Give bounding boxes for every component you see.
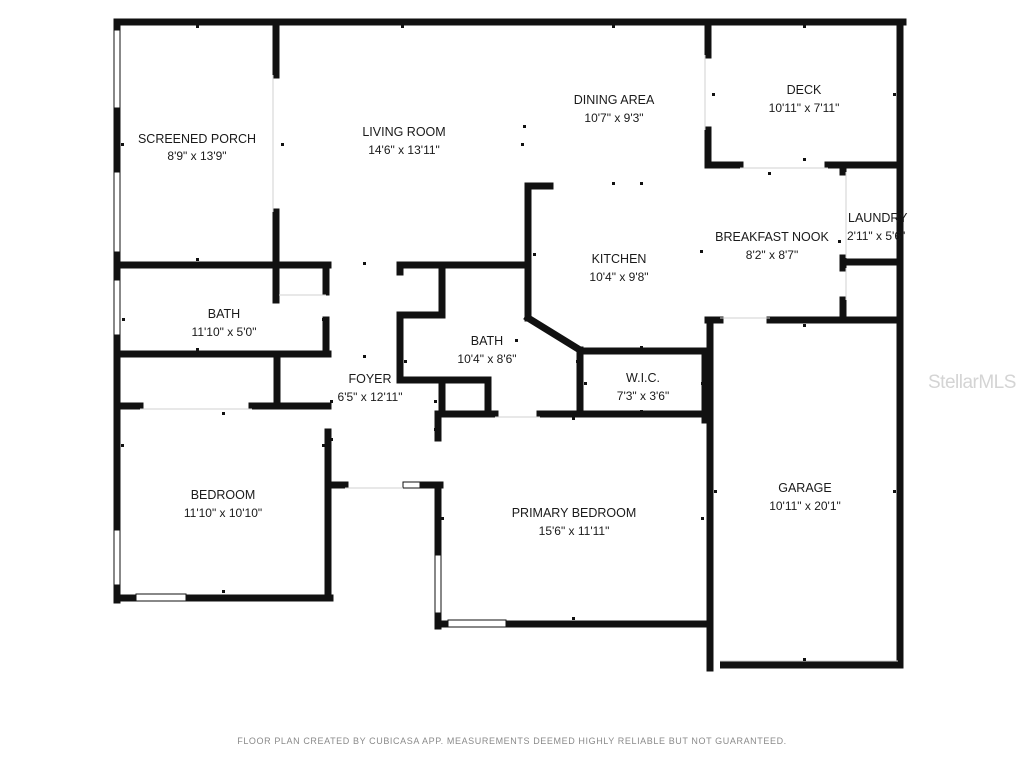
room-kitchen: KITCHEN 10'4" x 9'8" — [589, 252, 648, 284]
room-garage: GARAGE 10'11" x 20'1" — [769, 481, 841, 513]
room-name: BATH — [471, 334, 503, 348]
room-bedroom: BEDROOM 11'10" x 10'10" — [184, 488, 262, 520]
room-dimensions: 8'9" x 13'9" — [167, 149, 226, 163]
room-screened-porch: SCREENED PORCH 8'9" x 13'9" — [138, 132, 256, 163]
room-deck: DECK 10'11" x 7'11" — [769, 83, 840, 115]
room-dimensions: 10'11" x 7'11" — [769, 101, 840, 115]
room-wic: W.I.C. 7'3" x 3'6" — [617, 371, 669, 403]
room-name: PRIMARY BEDROOM — [512, 506, 637, 520]
room-dimensions: 11'10" x 5'0" — [192, 325, 257, 339]
room-name: BREAKFAST NOOK — [715, 230, 829, 244]
room-dimensions: 6'5" x 12'11" — [338, 390, 403, 404]
room-name: SCREENED PORCH — [138, 132, 256, 146]
room-dimensions: 10'7" x 9'3" — [584, 111, 643, 125]
room-foyer: FOYER 6'5" x 12'11" — [338, 372, 403, 404]
footer-disclaimer: FLOOR PLAN CREATED BY CUBICASA APP. MEAS… — [237, 736, 787, 746]
room-name: BEDROOM — [191, 488, 256, 502]
room-dimensions: 7'3" x 3'6" — [617, 389, 669, 403]
room-laundry: LAUNDRY 2'11" x 5'6" — [847, 211, 908, 243]
room-living-room: LIVING ROOM 14'6" x 13'11" — [362, 125, 445, 157]
room-dimensions: 10'4" x 9'8" — [589, 270, 648, 284]
room-name: KITCHEN — [592, 252, 647, 266]
room-dimensions: 14'6" x 13'11" — [368, 143, 440, 157]
room-dimensions: 11'10" x 10'10" — [184, 506, 262, 520]
room-name: LAUNDRY — [848, 211, 908, 225]
room-name: FOYER — [348, 372, 391, 386]
room-bath-center: BATH 10'4" x 8'6" — [457, 334, 516, 366]
room-bath-left: BATH 11'10" x 5'0" — [192, 307, 257, 339]
windows — [113, 29, 507, 628]
room-dimensions: 2'11" x 5'6" — [847, 229, 905, 243]
room-breakfast-nook: BREAKFAST NOOK 8'2" x 8'7" — [715, 230, 829, 262]
room-dimensions: 15'6" x 11'11" — [539, 524, 610, 538]
room-name: GARAGE — [778, 481, 832, 495]
room-name: DECK — [787, 83, 822, 97]
room-name: DINING AREA — [574, 93, 655, 107]
room-dining-area: DINING AREA 10'7" x 9'3" — [574, 93, 655, 125]
room-name: LIVING ROOM — [362, 125, 445, 139]
room-name: W.I.C. — [626, 371, 660, 385]
room-name: BATH — [208, 307, 240, 321]
walls — [113, 18, 907, 672]
room-dimensions: 10'4" x 8'6" — [457, 352, 516, 366]
room-dimensions: 10'11" x 20'1" — [769, 499, 841, 513]
dimension-ticks — [121, 25, 896, 661]
room-primary-bedroom: PRIMARY BEDROOM 15'6" x 11'11" — [512, 506, 637, 538]
openings — [140, 55, 898, 662]
watermark-logo: StellarMLS — [928, 372, 1016, 393]
room-dimensions: 8'2" x 8'7" — [746, 248, 798, 262]
